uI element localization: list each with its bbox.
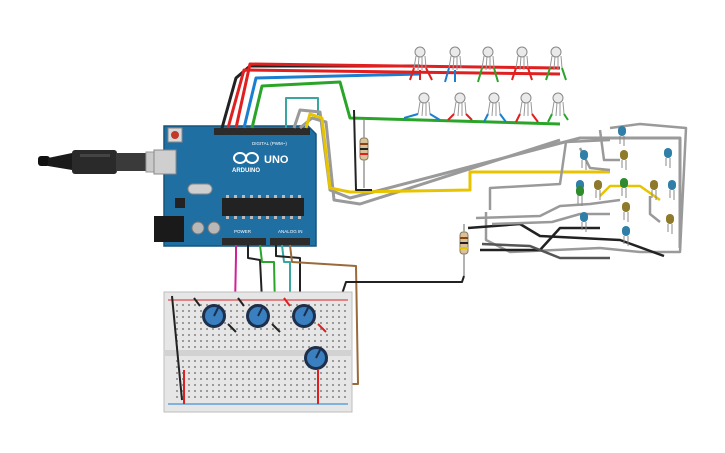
rgb-led [515,46,529,71]
wire-black-5 [339,275,465,301]
potentiometer[interactable] [283,297,327,333]
wire-black-2 [353,109,372,191]
rgb-led [487,92,501,117]
digital-header-label: DIGITAL (PWM~) [252,141,287,146]
led-blue [580,150,588,170]
crystal-oscillator [187,183,213,195]
resistor[interactable] [459,224,469,276]
wire-bundle-top[interactable] [220,62,682,248]
arduino-uno-board[interactable]: ARDUINO UNO DIGITAL (PWM~) POWER ANALOG … [153,125,317,247]
usb-jack [153,149,177,175]
wire-black-3 [247,245,263,301]
digital-header[interactable] [214,128,310,135]
usb-cable[interactable] [38,150,165,174]
wire-yellow [304,112,610,194]
rgb-led [551,92,565,117]
led-green [620,178,628,198]
led-blue [664,148,672,168]
rgb-led [448,46,462,71]
arduino-logo-icon [233,152,259,164]
led-blue [622,226,630,246]
analog-header[interactable] [270,238,310,245]
led-olive [650,180,658,200]
led-blue [618,126,626,146]
led-green [576,186,584,206]
power-header-label: POWER [234,229,252,234]
wire-teal [285,97,319,128]
rgb-led-leg-wires [403,67,569,123]
wire-black-4 [275,245,301,300]
rgb-led [417,92,431,117]
usb-chip [175,198,185,208]
model-label: UNO [264,154,289,166]
rgb-led [413,46,427,71]
rgb-led [549,46,563,71]
wire-gray-2 [299,116,561,206]
power-header[interactable] [222,238,266,245]
wire-gray [292,108,682,248]
potentiometer[interactable] [304,346,328,370]
led-olive [666,214,674,234]
wire-green [250,80,561,129]
led-olive [620,150,628,170]
power-jack [154,216,184,242]
wire-blue [242,72,421,129]
wire-bundle-right[interactable] [467,122,688,260]
led-olive [622,202,630,222]
resistor[interactable] [359,120,369,188]
led-blue [668,180,676,200]
rgb-led [519,92,533,117]
led-cluster[interactable] [576,126,676,246]
rgb-led [453,92,467,117]
capacitor [191,221,205,235]
rgb-led-array[interactable] [413,46,565,117]
analog-header-label: ANALOG IN [278,229,303,234]
rgb-led [481,46,495,71]
capacitor [207,221,221,235]
potentiometer[interactable] [193,297,237,333]
brand-label: ARDUINO [232,168,260,174]
atmega-chip [222,198,304,216]
led-blue [580,212,588,232]
led-olive [594,180,602,200]
potentiometer[interactable] [237,297,281,333]
